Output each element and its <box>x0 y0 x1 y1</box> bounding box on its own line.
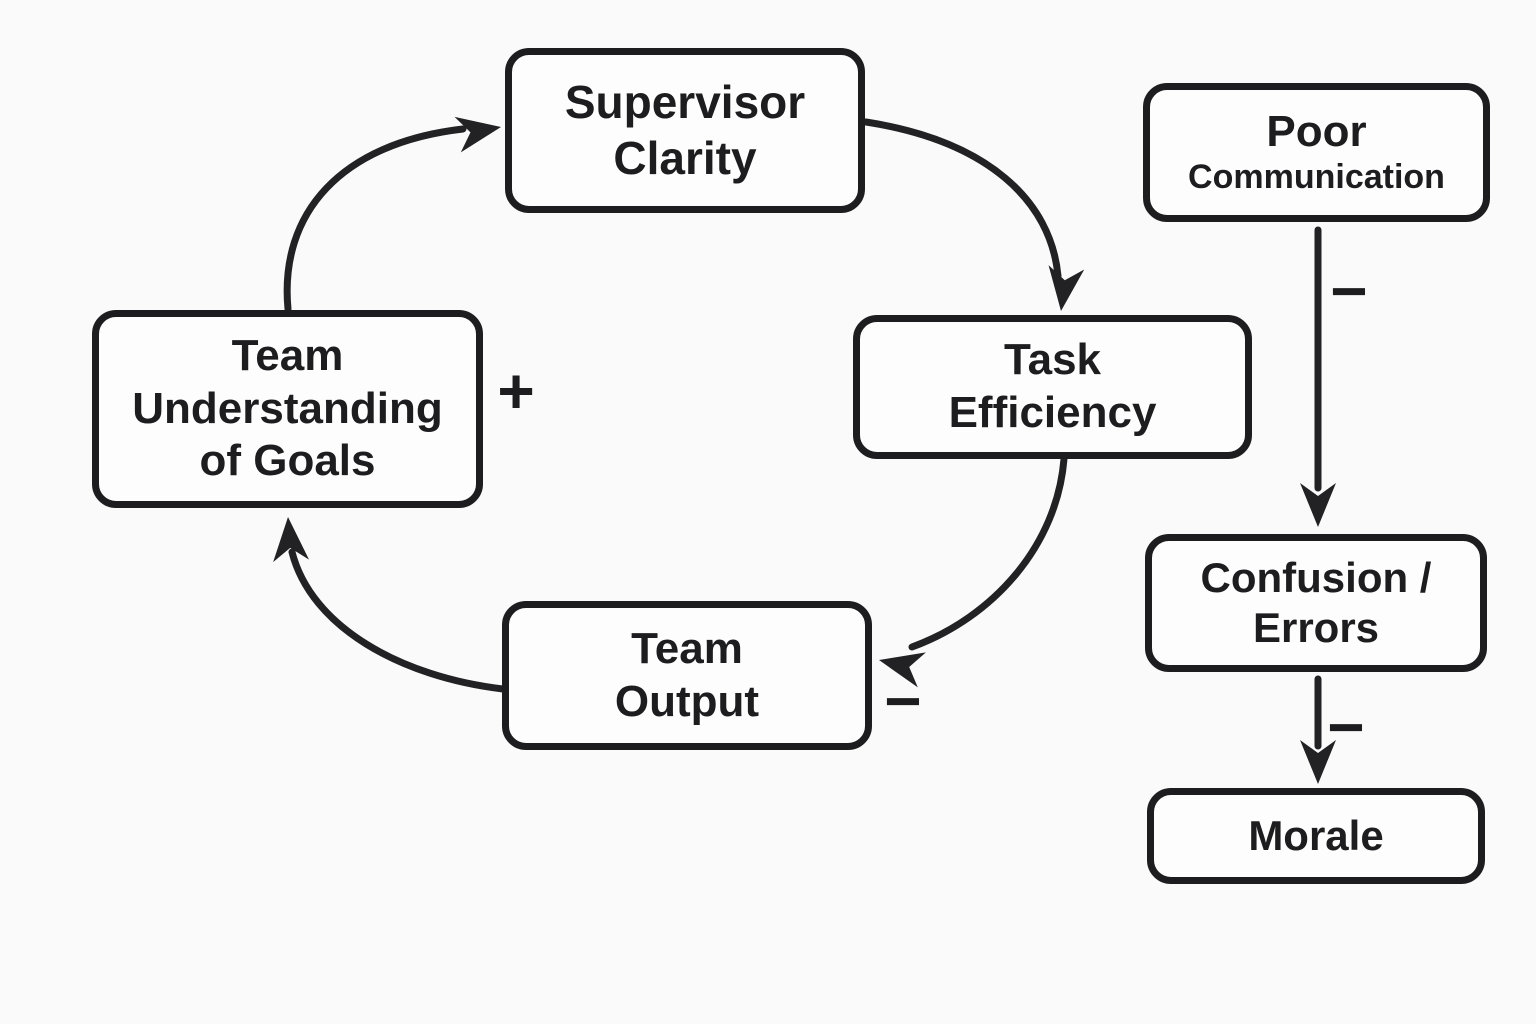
arrow-clarity-to-efficiency <box>862 118 1062 280</box>
arrow-efficiency-to-output <box>908 455 1068 651</box>
node-poor-communication: Poor Communication <box>1143 83 1490 222</box>
arrow-output-to-understanding <box>288 548 507 693</box>
arrowhead-output-to-understanding <box>273 517 310 563</box>
node-morale: Morale <box>1147 788 1485 884</box>
node-confusion-errors: Confusion / Errors <box>1145 534 1487 672</box>
node-task-efficiency-label: Task Efficiency <box>948 335 1157 437</box>
arrowhead-clarity-to-efficiency <box>1048 265 1085 311</box>
arrowhead-confusion-to-morale <box>1300 740 1336 784</box>
polarity-minus-communication-to-confusion: − <box>1330 255 1368 327</box>
node-team-understanding-of-goals: Team Understanding of Goals <box>92 310 483 508</box>
node-confusion-errors-label: Confusion / Errors <box>1200 553 1432 651</box>
node-morale-label: Morale <box>1248 811 1384 859</box>
node-supervisor-clarity: Supervisor Clarity <box>505 48 865 213</box>
node-poor-communication-label-line1: Poor <box>1266 106 1367 156</box>
node-supervisor-clarity-label: Supervisor Clarity <box>564 76 806 184</box>
node-poor-communication-label-line2: Communication <box>1188 158 1445 197</box>
arrowhead-communication-to-confusion <box>1300 483 1336 527</box>
arrow-understanding-to-clarity <box>283 125 467 313</box>
polarity-minus-team-output: − <box>884 665 922 737</box>
polarity-minus-confusion-to-morale: − <box>1327 691 1365 763</box>
node-team-understanding-of-goals-label: Team Understanding of Goals <box>132 330 443 486</box>
polarity-plus-understanding: + <box>497 355 535 427</box>
node-team-output: Team Output <box>502 601 872 750</box>
arrowhead-efficiency-to-output <box>879 652 926 688</box>
node-team-output-label: Team Output <box>614 623 760 726</box>
node-task-efficiency: Task Efficiency <box>853 315 1252 459</box>
arrowhead-understanding-to-clarity <box>454 116 501 153</box>
